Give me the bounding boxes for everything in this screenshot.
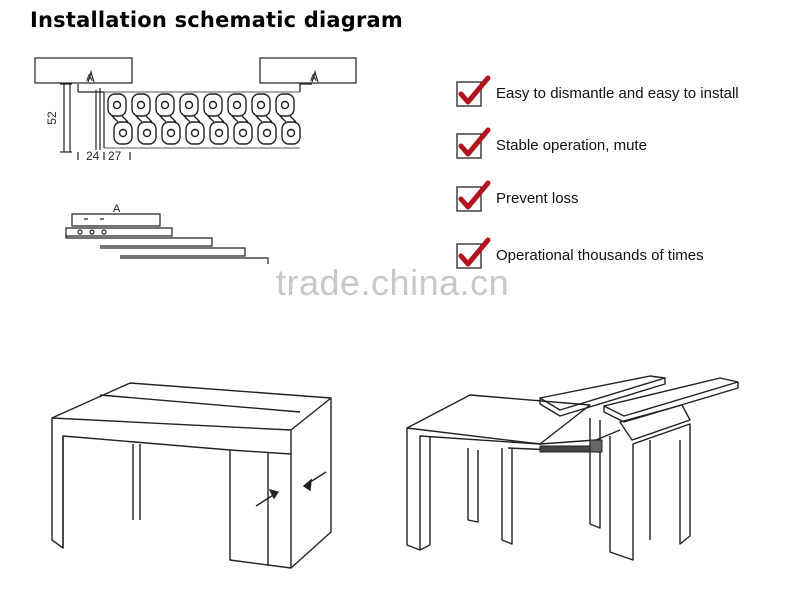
dim-width-b: 27 — [108, 149, 122, 163]
chain-link — [155, 93, 181, 145]
extension-rail — [539, 439, 603, 453]
marker-a-left: A — [86, 73, 93, 84]
dim-width-a: 24 — [86, 149, 100, 163]
slide-rail-side-view: A — [65, 203, 269, 264]
chain-link — [203, 93, 229, 145]
chain-link — [107, 93, 133, 145]
diagram-title: Installation schematic diagram — [30, 8, 403, 32]
chain-link — [179, 93, 205, 145]
scissor-links — [104, 83, 312, 149]
check-mark-icon — [456, 127, 491, 159]
check-mark-icon — [456, 180, 491, 212]
feature-item: Prevent loss — [456, 180, 579, 213]
marker-a-right: A — [310, 73, 317, 84]
dim-height: 52 — [45, 111, 59, 125]
feature-text: Easy to dismantle and easy to install — [496, 84, 739, 102]
arrow-icon — [255, 471, 327, 507]
marker-a-rail: A — [113, 203, 121, 215]
feature-item: Stable operation, mute — [456, 127, 647, 160]
chain-link — [227, 93, 253, 145]
chain-link — [251, 93, 277, 145]
check-mark-icon — [456, 75, 491, 107]
mounting-block-left — [34, 57, 133, 84]
feature-item: Operational thousands of times — [456, 237, 704, 270]
table-extended — [406, 375, 739, 561]
table-closed — [51, 382, 332, 569]
feature-item: Easy to dismantle and easy to install — [456, 75, 739, 108]
feature-text: Prevent loss — [496, 189, 579, 207]
watermark: trade.china.cn — [276, 262, 510, 303]
check-mark-icon — [456, 237, 491, 269]
mounting-block-right — [259, 57, 357, 84]
feature-text: Stable operation, mute — [496, 136, 647, 154]
feature-text: Operational thousands of times — [496, 246, 704, 264]
chain-link — [131, 93, 157, 145]
chain-link — [275, 93, 301, 145]
